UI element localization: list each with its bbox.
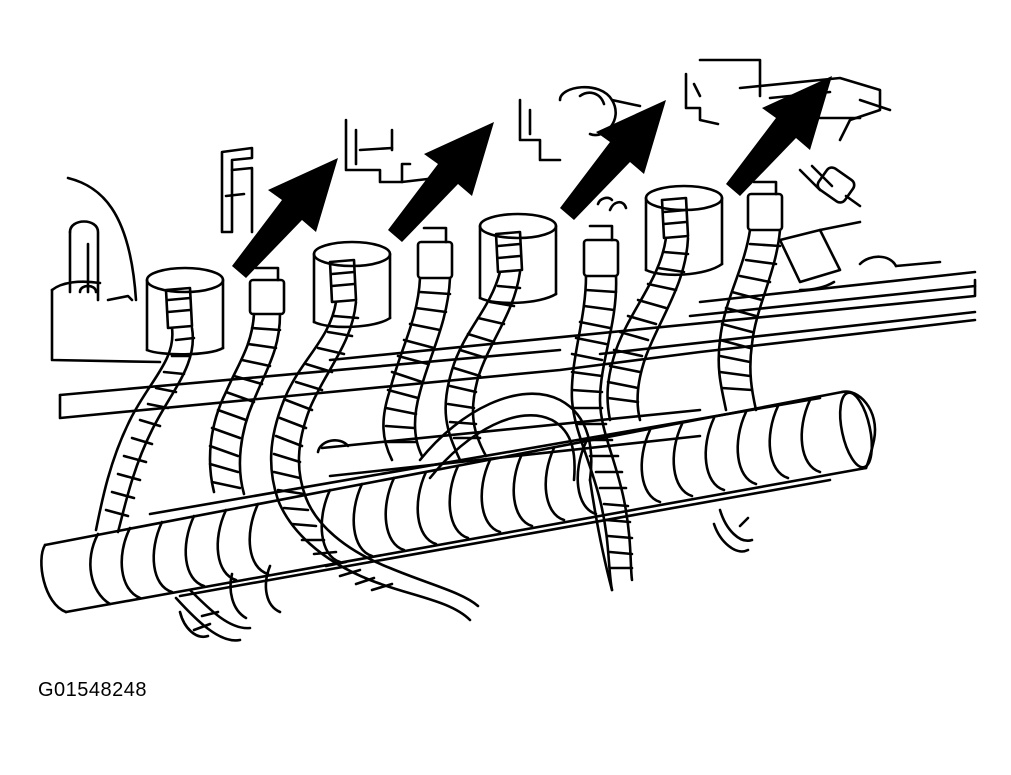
arrow-injector-3 — [560, 100, 666, 220]
fuel-rail-pipe — [40, 390, 877, 614]
lower-fittings — [229, 564, 282, 620]
sensor-connectors — [248, 180, 784, 316]
injector-2 — [312, 240, 392, 329]
arrow-injector-4 — [726, 76, 832, 196]
injector-3 — [478, 212, 558, 305]
arrow-injector-1 — [232, 158, 338, 278]
wiring-harness — [94, 228, 782, 642]
figure-id-label: G01548248 — [38, 679, 148, 701]
injector-connectors — [164, 196, 690, 330]
injector-1 — [145, 266, 225, 356]
indicator-arrows — [232, 76, 832, 278]
arrow-injector-2 — [388, 122, 494, 242]
fuel-injectors — [145, 184, 724, 356]
